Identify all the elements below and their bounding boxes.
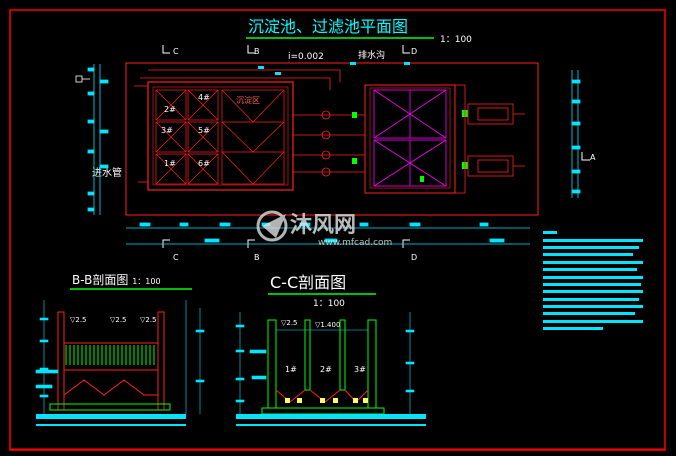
cc-cell-1: 1# (285, 365, 297, 374)
section-mark-c-bottom: C (173, 253, 179, 262)
bb-section-title: B-B剖面图 1：100 (72, 273, 161, 287)
watermark: 沐风网 www.mfcad.com (256, 210, 392, 248)
dimension-right (571, 70, 581, 198)
plan-foundation-outline (125, 62, 539, 216)
top-markers (258, 62, 410, 75)
cc-level-1: ▽2.5 (281, 319, 298, 327)
main-title-scale: 1：100 (440, 35, 472, 45)
cell-label-6: 6# (198, 159, 210, 168)
cell-label-4: 4# (198, 93, 210, 102)
cc-dimensions (235, 312, 415, 414)
dimension-bottom (126, 222, 530, 245)
hopper-grid-left (155, 89, 285, 185)
settling-zone-label: 沉淀区 (236, 95, 260, 105)
section-marks (162, 45, 590, 248)
main-title: 沉淀池、过滤池平面图 (248, 17, 408, 36)
section-cc: C-C剖面图 1：100 1# 2# 3# ▽2.5 ▽1.400 (235, 273, 426, 426)
cell-label-1: 1# (164, 159, 176, 168)
settling-tank (147, 81, 294, 191)
section-mark-d-bottom: D (411, 253, 417, 262)
bb-foundation (36, 403, 186, 426)
cc-base-markers (285, 398, 368, 403)
cc-cell-2: 2# (320, 365, 332, 374)
watermark-url: www.mfcad.com (318, 238, 392, 248)
drain-channel-label: 排水沟 (358, 49, 385, 61)
bb-level-1: ▽2.5 (70, 316, 87, 324)
left-symbol (75, 75, 90, 83)
pipe-network (134, 69, 365, 183)
section-mark-c-top: C (173, 47, 179, 56)
cc-section-title: C-C剖面图 (270, 273, 346, 292)
cc-level-2: ▽1.400 (315, 321, 340, 329)
inlet-pipe-label: 进水管 (92, 166, 122, 179)
dimension-left (87, 64, 109, 215)
drawing-border (9, 9, 666, 451)
section-mark-b-bottom: B (254, 253, 260, 262)
slope-label: i=0.002 (288, 52, 324, 62)
filter-tank-inner (369, 87, 451, 189)
cc-cell-3: 3# (354, 365, 366, 374)
bb-level-3: ▽2.5 (140, 316, 157, 324)
section-mark-b-top: B (254, 47, 260, 56)
cc-foundation (236, 407, 426, 426)
watermark-brand: 沐风网 (290, 213, 356, 238)
outlet-boxes (454, 84, 525, 194)
watermark-logo (256, 210, 288, 242)
cell-label-2: 2# (164, 105, 176, 114)
section-mark-a: A (590, 153, 596, 162)
cell-label-5: 5# (198, 126, 210, 135)
plan-view: 4# 3# 2# 5# 1# 6# 沉淀区 i=0.002 排水沟 进水管 (75, 45, 596, 262)
bb-dimensions (35, 300, 205, 414)
filter-cells (373, 89, 447, 187)
cc-scale: 1：100 (313, 299, 345, 309)
cc-walls (267, 319, 377, 409)
cell-label-3: 3# (161, 126, 173, 135)
section-bb: B-B剖面图 1：100 ▽2.5 ▽2.5 ▽2.5 (35, 273, 205, 426)
settling-tank-inner (152, 86, 289, 186)
valve-circles (321, 110, 331, 177)
section-mark-d-top: D (411, 47, 417, 56)
bb-level-2: ▽2.5 (110, 316, 127, 324)
bb-filter-media (65, 345, 155, 365)
notes-block (543, 231, 643, 330)
